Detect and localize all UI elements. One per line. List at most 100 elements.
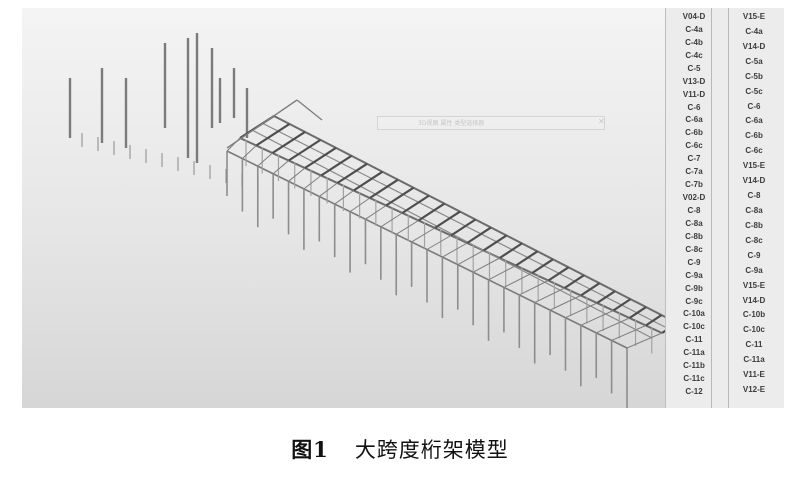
gridline-label: C-11a (683, 348, 705, 358)
truss-crossbeam (661, 328, 667, 334)
gridline-label: C-8 (687, 206, 701, 215)
truss-web (257, 152, 273, 167)
gridline-label: C-4b (685, 37, 703, 47)
truss-web (626, 332, 663, 349)
figure-number: 图1 (291, 437, 329, 462)
truss-web (242, 145, 257, 159)
gridline-label: V13-D (682, 76, 706, 86)
truss-crossbeam (353, 170, 384, 192)
gridline-label: C-4a (685, 24, 703, 34)
truss-web (288, 167, 306, 182)
gridline-label: V14-D (742, 41, 766, 51)
gridline-label: C-10b (742, 310, 766, 320)
gridline-label: C-7b (685, 180, 703, 190)
gridline-label: C-11 (745, 340, 763, 350)
gridline-axis (728, 8, 729, 408)
truss-web (457, 250, 484, 266)
truss-web (426, 235, 452, 250)
truss-web (380, 212, 403, 228)
truss-crossbeam (580, 282, 601, 297)
gridline-label: C-11b (683, 361, 705, 371)
gridline-label: V15-E (742, 12, 766, 21)
truss-web (272, 160, 290, 175)
truss-web (411, 227, 436, 243)
truss-crossbeam (434, 210, 461, 229)
truss-crossbeam (320, 154, 353, 177)
truss-model-3d-view (68, 33, 667, 408)
truss-crossbeam (271, 130, 306, 154)
truss-arch (226, 99, 298, 149)
gridline-label: C-11a (743, 355, 765, 365)
gridline-label: C-5c (745, 86, 763, 96)
truss-web (596, 317, 630, 334)
gridline-label: C-8b (745, 220, 763, 230)
truss-crossbeam (515, 250, 539, 267)
gridline-label: C-7a (685, 167, 703, 177)
truss-crossbeam (336, 162, 368, 184)
gridline-label: V14-D (742, 295, 766, 305)
gridline-label: C-10a (683, 309, 705, 319)
gridline-label: C-6 (687, 102, 701, 112)
truss-web (349, 197, 371, 213)
truss-crossbeam (417, 202, 446, 222)
truss-web (519, 280, 549, 296)
gridline-label: C-4a (745, 26, 763, 36)
gridline-label: C-8a (745, 206, 763, 215)
gridline-label: C-10c (743, 325, 765, 335)
gridline-label: C-9a (745, 265, 763, 275)
gridline-label: V15-E (742, 280, 766, 290)
truss-web (472, 257, 500, 273)
truss-web (534, 287, 565, 303)
gridline-label: C-6c (745, 146, 763, 156)
gridline-label: C-7 (687, 154, 701, 164)
gridline-label: C-8c (745, 235, 763, 245)
truss-web (549, 295, 582, 311)
truss-web (611, 325, 646, 341)
truss-web (565, 302, 598, 319)
truss-crossbeam (369, 178, 399, 199)
gridline-label: C-6 (747, 101, 761, 111)
truss-web (395, 220, 419, 235)
gridline-label: C-8b (685, 231, 703, 241)
figure-title: 大跨度桁架模型 (354, 438, 509, 462)
truss-crossbeam (466, 226, 492, 244)
truss-crossbeam (304, 146, 337, 169)
gridline-label: C-11 (685, 335, 703, 345)
truss-web (442, 242, 468, 258)
truss-chord (273, 115, 667, 319)
truss-crossbeam (255, 123, 291, 147)
figure-caption: 图1 大跨度桁架模型 (0, 434, 800, 464)
truss-crossbeam (499, 242, 523, 259)
gridline-label: C-6b (745, 131, 763, 141)
truss-web (319, 182, 338, 197)
truss-web (488, 265, 517, 281)
gridline-label: C-9 (747, 250, 761, 260)
gridline-label: V11-D (682, 89, 706, 99)
truss-web (303, 175, 322, 190)
gridline-label: C-6c (685, 141, 703, 151)
truss-crossbeam (612, 298, 632, 312)
long-span-truss (226, 99, 667, 408)
gridline-label: C-5a (745, 56, 763, 66)
gridline-label: V04-D (682, 12, 706, 21)
truss-arch (296, 99, 323, 121)
structural-columns (68, 33, 259, 191)
truss-crossbeam (564, 274, 585, 289)
faded-toolbar: 3D视图 属性 类型选择器 (377, 116, 605, 130)
gridline-label: C-9b (685, 283, 703, 293)
gridline-label: C-11c (683, 374, 705, 384)
truss-web (580, 310, 614, 326)
gridline-label: C-4c (685, 50, 703, 60)
gridline-axis (711, 8, 712, 408)
truss-crossbeam (482, 234, 508, 252)
gridline-label: C-6a (745, 116, 763, 126)
gridline-label: C-9c (685, 296, 703, 306)
gridline-label: C-8c (685, 244, 703, 254)
gridline-label: V15-E (742, 161, 766, 171)
gridline-label: C-6b (685, 128, 703, 138)
truss-crossbeam (385, 186, 415, 207)
gridline-label: C-10c (683, 322, 705, 332)
gridline-label: C-8a (685, 218, 703, 228)
